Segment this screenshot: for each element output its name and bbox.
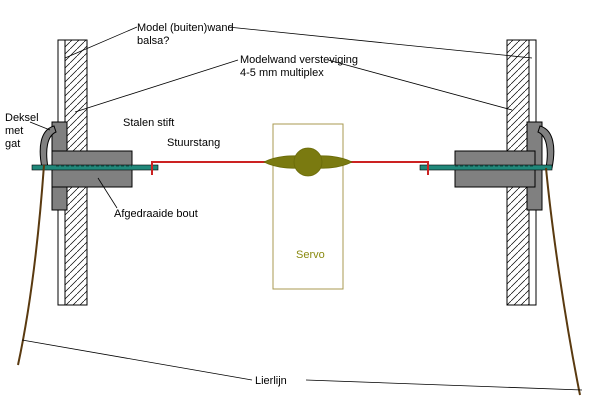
servo-label: Servo	[296, 249, 325, 261]
cover-label-2: met	[5, 125, 23, 137]
winch-line-label: Lierlijn	[255, 375, 287, 387]
leader-lines	[21, 26, 583, 391]
right-winch-line	[545, 167, 581, 396]
left-steel-pin	[31, 164, 159, 171]
control-rod-label: Stuurstang	[167, 137, 220, 149]
servo-hub	[293, 147, 323, 177]
left-winch-line	[17, 164, 45, 366]
outer-wall-label: Model (buiten)wand	[137, 22, 234, 34]
right-assembly	[419, 39, 581, 396]
servo-box	[272, 123, 344, 290]
reinforcement-label: Modelwand versteviging	[240, 54, 358, 66]
turned-bolt-label: Afgedraaide bout	[114, 208, 198, 220]
right-steel-pin	[419, 164, 553, 171]
left-assembly	[17, 39, 160, 366]
reinforcement-label-sub: 4-5 mm multiplex	[240, 67, 324, 79]
cover-label-1: Deksel	[5, 112, 39, 124]
labels: Model (buiten)wand balsa? Modelwand vers…	[5, 22, 358, 387]
steel-pin-label: Stalen stift	[123, 117, 174, 129]
outer-wall-label-sub: balsa?	[137, 35, 169, 47]
cover-label-3: gat	[5, 138, 20, 150]
servo-assembly: Servo	[156, 123, 424, 290]
